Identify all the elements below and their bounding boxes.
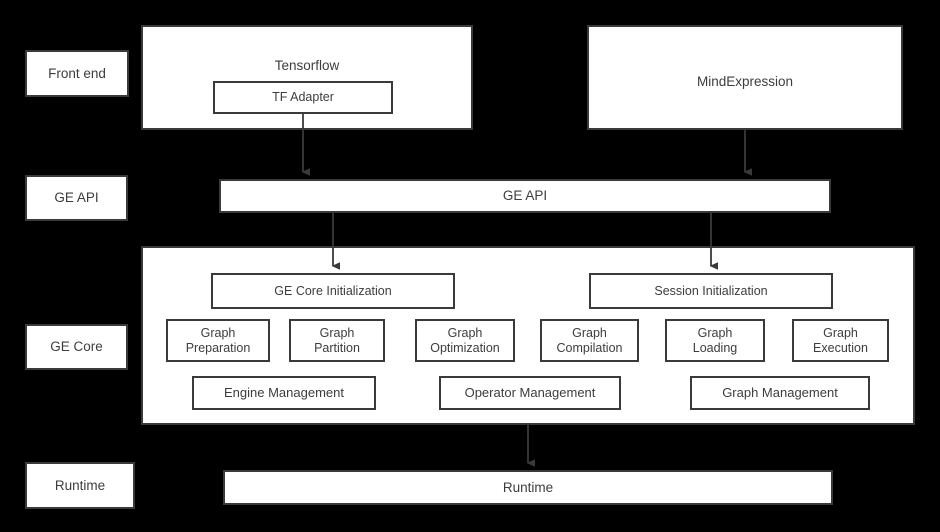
stage-label-front-end-text: Front end (48, 65, 106, 81)
graph-optimization-label: Graph Optimization (430, 325, 500, 355)
ge-api-bar-label: GE API (502, 188, 548, 204)
stage-label-ge-api: GE API (25, 175, 128, 221)
mindexpression-group[interactable]: MindExpression (587, 25, 903, 130)
tensorflow-group[interactable]: Tensorflow (141, 25, 473, 130)
stage-label-runtime: Runtime (25, 462, 135, 509)
runtime-bar-label: Runtime (502, 479, 554, 495)
graph-management-label: Graph Management (722, 385, 838, 401)
runtime-bar[interactable]: Runtime (223, 470, 833, 505)
graph-loading-label: Graph Loading (692, 325, 738, 355)
graph-execution-label: Graph Execution (813, 325, 868, 355)
ge-core-initialization-label: GE Core Initialization (274, 283, 392, 298)
session-initialization-label: Session Initialization (654, 283, 768, 298)
graph-loading-box[interactable]: Graph Loading (665, 319, 765, 362)
stage-label-ge-api-text: GE API (54, 190, 99, 206)
graph-compilation-label: Graph Compilation (556, 325, 623, 355)
operator-management-box[interactable]: Operator Management (439, 376, 621, 410)
stage-label-runtime-text: Runtime (54, 477, 106, 493)
stage-label-front-end: Front end (25, 50, 129, 97)
ge-core-initialization-box[interactable]: GE Core Initialization (211, 273, 455, 309)
stage-label-ge-core-text: GE Core (50, 339, 103, 355)
graph-execution-box[interactable]: Graph Execution (792, 319, 889, 362)
ge-api-bar[interactable]: GE API (219, 179, 831, 213)
engine-management-label: Engine Management (224, 385, 344, 401)
graph-partition-box[interactable]: Graph Partition (289, 319, 385, 362)
graph-preparation-box[interactable]: Graph Preparation (166, 319, 270, 362)
graph-optimization-box[interactable]: Graph Optimization (415, 319, 515, 362)
tf-adapter-box[interactable]: TF Adapter (213, 81, 393, 114)
session-initialization-box[interactable]: Session Initialization (589, 273, 833, 309)
stage-label-ge-core: GE Core (25, 324, 128, 370)
graph-preparation-label: Graph Preparation (185, 325, 251, 355)
mindexpression-title: MindExpression (696, 74, 794, 89)
graph-compilation-box[interactable]: Graph Compilation (540, 319, 639, 362)
engine-management-box[interactable]: Engine Management (192, 376, 376, 410)
tf-adapter-label: TF Adapter (272, 90, 334, 105)
graph-partition-label: Graph Partition (314, 325, 360, 355)
tensorflow-title: Tensorflow (274, 58, 340, 73)
operator-management-label: Operator Management (464, 385, 596, 401)
graph-management-box[interactable]: Graph Management (690, 376, 870, 410)
